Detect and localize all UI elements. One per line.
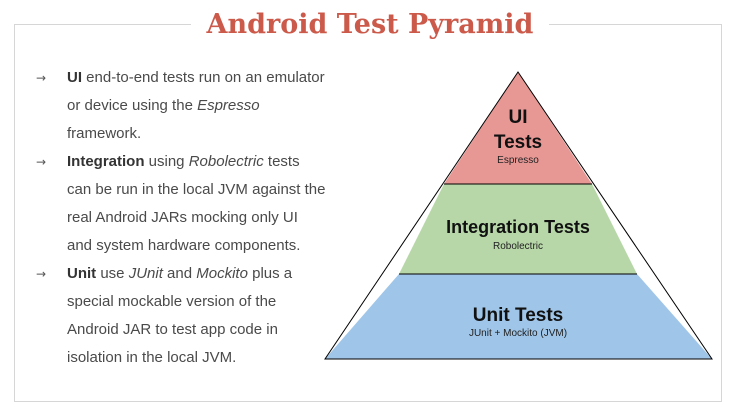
bullet-text: framework. <box>67 125 142 142</box>
bullet-text: tests can be run in the local JVM agains… <box>67 153 326 254</box>
bullet-text: use <box>96 265 129 282</box>
pyramid-unit-title: Unit Tests <box>473 305 563 326</box>
bullet-list: → UI end-to-end tests run on an emulator … <box>36 64 326 372</box>
pyramid-ui-title-line1: UI <box>509 107 528 128</box>
bullet-item: → Integration using Robolectric tests can… <box>36 148 326 260</box>
pyramid-unit-subtitle: JUnit + Mockito (JVM) <box>469 328 567 339</box>
pyramid-integration-title: Integration Tests <box>446 217 590 237</box>
arrow-icon: → <box>36 267 47 281</box>
slide-title: Android Test Pyramid <box>190 6 550 44</box>
arrow-icon: → <box>36 155 47 169</box>
pyramid-outline <box>324 71 713 360</box>
bullet-emphasis: Espresso <box>197 97 260 114</box>
pyramid-level-integration <box>399 184 637 274</box>
bullet-keyword: Unit <box>67 265 97 282</box>
bullet-item: → UI end-to-end tests run on an emulator … <box>36 64 326 148</box>
bullet-keyword: UI <box>67 69 82 86</box>
pyramid-ui-title-line2: Tests <box>494 132 542 153</box>
bullet-text: using <box>144 153 189 170</box>
bullet-text: end-to-end tests run on an emulator or d… <box>67 69 325 114</box>
bullet-text: and <box>162 265 197 282</box>
arrow-icon: → <box>36 71 47 85</box>
bullet-keyword: Integration <box>67 153 145 170</box>
bullet-text: plus a special mockable version of the A… <box>67 265 293 366</box>
bullet-emphasis: Mockito <box>196 265 248 282</box>
bullet-item: → Unit use JUnit and Mockito plus a speci… <box>36 260 326 372</box>
pyramid-level-ui <box>444 72 592 184</box>
bullet-emphasis: Robolectric <box>188 153 264 170</box>
bullet-emphasis: JUnit <box>128 265 163 282</box>
pyramid-integration-subtitle: Robolectric <box>493 241 543 252</box>
title-wrap: Android Test Pyramid <box>0 6 740 44</box>
pyramid-level-unit <box>325 274 712 359</box>
pyramid-ui-subtitle: Espresso <box>497 155 539 166</box>
